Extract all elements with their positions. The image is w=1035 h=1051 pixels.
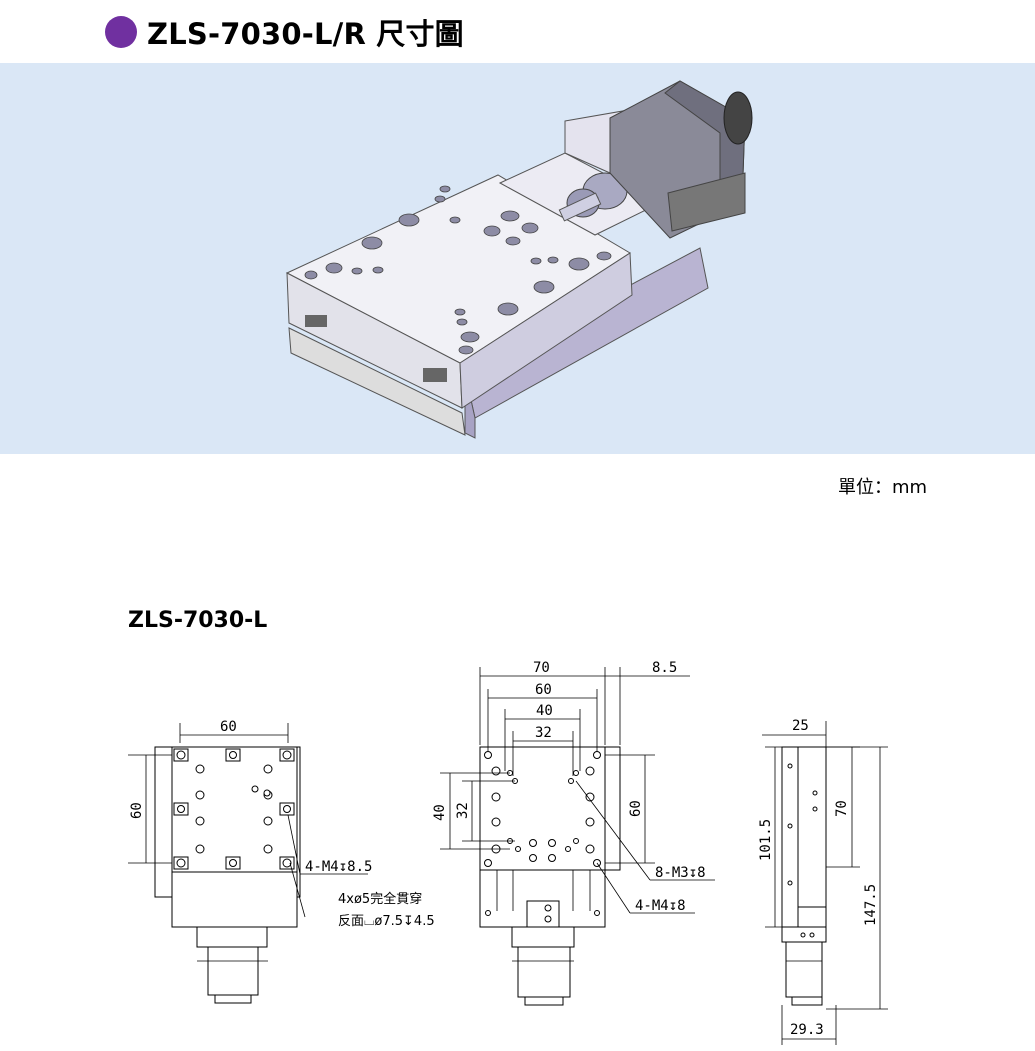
unit-label: 單位：mm [838,477,928,498]
dim-25: 25 [792,718,809,734]
callout-counterbore: 反面⌴ø7.5↧4.5 [338,914,435,929]
dim-147-5: 147.5 [863,884,879,926]
right-view: 25 101.5 70 147.5 29.3 [758,718,888,1045]
dim-60: 60 [535,682,552,698]
dim-101-5: 101.5 [758,819,774,861]
stage-render-illustration [285,80,753,439]
dimension-drawing: 60 60 4-M4↧8.5 4xø5完全貫穿 反面⌴ø7.5↧4.5 [128,660,888,1045]
callout-m3-8: 8-M3↧8 [655,865,706,881]
dim-60-left: 60 [129,802,145,819]
dim-8-5: 8.5 [652,660,677,676]
product-render [0,63,1035,454]
section-title: ZLS-7030-L [128,608,268,633]
callout-through-holes: 4xø5完全貫穿 [338,891,422,907]
left-view: 60 60 4-M4↧8.5 4xø5完全貫穿 反面⌴ø7.5↧4.5 [128,719,435,1004]
page-title: ZLS-7030-L/R 尺寸圖 [147,17,464,51]
callout-m4-8-5: 4-M4↧8.5 [305,859,372,875]
dim-32: 32 [535,725,552,741]
center-view: 70 8.5 60 40 32 40 32 60 8-M3↧8 4- [432,660,715,1006]
dim-left-40: 40 [432,804,448,821]
dim-60-top: 60 [220,719,237,735]
dim-left-32: 32 [455,802,471,819]
bullet-icon [105,16,137,48]
dim-29-3: 29.3 [790,1022,824,1038]
dim-70-side: 70 [834,800,850,817]
callout-m4-8: 4-M4↧8 [635,898,686,914]
page-header: ZLS-7030-L/R 尺寸圖 [105,12,464,52]
dim-40: 40 [536,703,553,719]
dim-right-60: 60 [628,800,644,817]
dim-70: 70 [533,660,550,676]
